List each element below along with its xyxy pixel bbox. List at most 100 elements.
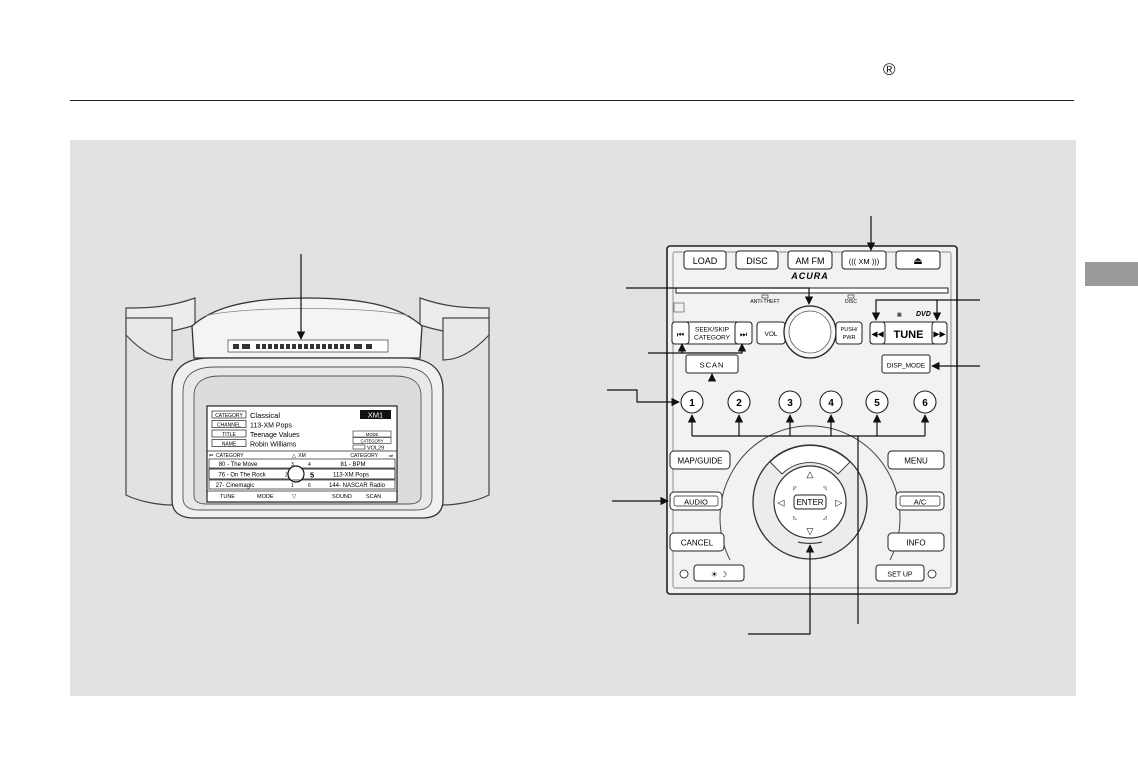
map-guide-label: MAP/GUIDE — [678, 457, 723, 466]
illustration-panel: CATEGORY CHANNEL TITLE NAME Classical 11… — [70, 140, 1076, 696]
surround-logo-icon: ▦ — [897, 312, 902, 318]
preset-num-6: 6 — [308, 483, 311, 489]
preset-right-4: 81 - BPM — [340, 462, 365, 468]
rewind-button[interactable] — [869, 321, 886, 345]
left-light-sensor — [679, 569, 689, 579]
channel-tag: CHANNEL — [217, 422, 241, 428]
svg-text:△: △ — [292, 453, 296, 459]
up-right-arrow-icon: ◹ — [823, 486, 827, 492]
seek-skip-group: ⏮ SEEK/SKIP CATEGORY ⏭ — [671, 321, 753, 345]
am-fm-button[interactable] — [787, 250, 833, 270]
push-label: PUSH/ — [841, 327, 858, 333]
brightness-icon: ☀ ☽ — [711, 570, 728, 579]
down-left-arrow-icon: ◺ — [793, 515, 797, 521]
dvd-logo: DVD — [916, 311, 931, 318]
svg-text:⏮: ⏮ — [209, 453, 213, 458]
tune-label: TUNE — [894, 329, 924, 341]
vol-indicator: VOL29 — [367, 446, 384, 452]
header-rule — [70, 100, 1074, 101]
category-small-label: CATEGORY — [360, 438, 383, 443]
cd-logo-icon — [673, 302, 685, 313]
cancel-button[interactable] — [669, 532, 725, 552]
preset-num-3: 3 — [291, 462, 294, 468]
preset-num-5: 5 — [310, 471, 314, 480]
preset-3-label: 3 — [787, 398, 793, 409]
callout-lines — [607, 216, 980, 635]
preset-right-6: 144- NASCAR Radio — [329, 483, 386, 489]
top-button-row: LOAD DISC AM FM ((( XM ))) ⏏ — [683, 250, 941, 270]
vol-label: VOL — [764, 331, 777, 338]
preset-left-2: 76 - On The Rock — [218, 473, 266, 479]
setup-button[interactable] — [875, 564, 925, 582]
down-right-arrow-icon: ◿ — [823, 515, 827, 521]
up-left-arrow-icon: ◸ — [793, 486, 797, 492]
chapter-tab — [1085, 262, 1138, 286]
category-value: Classical — [250, 411, 280, 420]
preset-3-button[interactable] — [778, 390, 802, 414]
title-tag: TITLE — [222, 432, 236, 438]
disc-button[interactable] — [735, 250, 779, 270]
name-value: Robin Williams — [250, 442, 297, 449]
xm-button[interactable] — [841, 250, 887, 270]
menu-button[interactable] — [887, 450, 945, 470]
disp-mode-button[interactable] — [881, 354, 931, 374]
info-label: INFO — [906, 539, 925, 548]
screen-footer: TUNE MODE ▽ SOUND SCAN — [207, 490, 397, 500]
preset-left-1: 27- Cinemagic — [216, 483, 255, 489]
preset-row — [208, 479, 396, 490]
preset-4-label: 4 — [828, 398, 834, 409]
preset-2-button[interactable] — [727, 390, 751, 414]
disc-indicator-label: DISC — [845, 299, 857, 305]
disc-led — [847, 294, 855, 299]
enter-button[interactable] — [793, 494, 827, 510]
audio-button[interactable] — [669, 491, 723, 511]
lcd-segments — [233, 344, 372, 349]
preset-4-button[interactable] — [819, 390, 843, 414]
category-label: CATEGORY — [694, 335, 731, 342]
anti-theft-led — [761, 294, 769, 299]
navigation-screen — [206, 405, 398, 503]
preset-right-5: 113-XM Pops — [333, 473, 369, 479]
eject-button[interactable] — [895, 250, 941, 270]
seek-skip-label: SEEK/SKIP — [695, 327, 729, 334]
down-arrow-icon: ▽ — [807, 526, 814, 536]
map-guide-button[interactable] — [669, 450, 731, 470]
push-pwr-button[interactable] — [835, 321, 863, 345]
category-next-label: CATEGORY — [350, 453, 378, 459]
preset-6-button[interactable] — [913, 390, 937, 414]
screen-info-rows: CATEGORY CHANNEL TITLE NAME Classical 11… — [211, 410, 392, 452]
callout-arrow-seek-forward — [682, 343, 747, 354]
bar-xm-label: XM — [298, 453, 306, 459]
preset-buttons: 1 2 3 4 5 6 — [680, 390, 937, 414]
info-button[interactable] — [887, 532, 945, 552]
audio-label: AUDIO — [684, 498, 708, 507]
preset-5-button[interactable] — [865, 390, 889, 414]
band-badge-box — [360, 410, 391, 419]
menu-label: MENU — [904, 457, 928, 466]
fast-forward-button[interactable] — [931, 321, 948, 345]
skip-forward-icon: ⏭ — [740, 330, 747, 339]
preset-list: 80 - The Move 3 4 81 - BPM 76 - On The R… — [208, 458, 396, 490]
footer-scan: SCAN — [366, 494, 381, 500]
tune-group: ◀◀ TUNE ▶▶ — [869, 321, 948, 345]
dashboard-illustration: CATEGORY CHANNEL TITLE NAME Classical 11… — [125, 254, 490, 519]
brightness-button[interactable] — [693, 564, 745, 582]
preset-1-button[interactable] — [680, 390, 704, 414]
footer-sound: SOUND — [332, 494, 352, 500]
dash-right-edge — [442, 317, 490, 361]
svg-text:⏭: ⏭ — [389, 453, 393, 458]
ac-button[interactable] — [895, 491, 945, 511]
rewind-icon: ◀◀ — [871, 330, 884, 339]
anti-theft-label: ANTI-THEFT — [750, 299, 779, 305]
load-label: LOAD — [693, 256, 718, 266]
acura-logo: ACURA — [790, 271, 829, 281]
scan-button[interactable] — [685, 354, 739, 374]
load-button[interactable] — [683, 250, 727, 270]
cancel-label: CANCEL — [681, 539, 714, 548]
callout-arrow-preset-1 — [607, 389, 680, 407]
preset-6-label: 6 — [922, 398, 928, 409]
enter-label: ENTER — [796, 498, 823, 507]
channel-value: 113-XM Pops — [250, 423, 292, 430]
pwr-label: PWR — [843, 335, 856, 341]
up-arrow-icon: △ — [807, 469, 814, 479]
